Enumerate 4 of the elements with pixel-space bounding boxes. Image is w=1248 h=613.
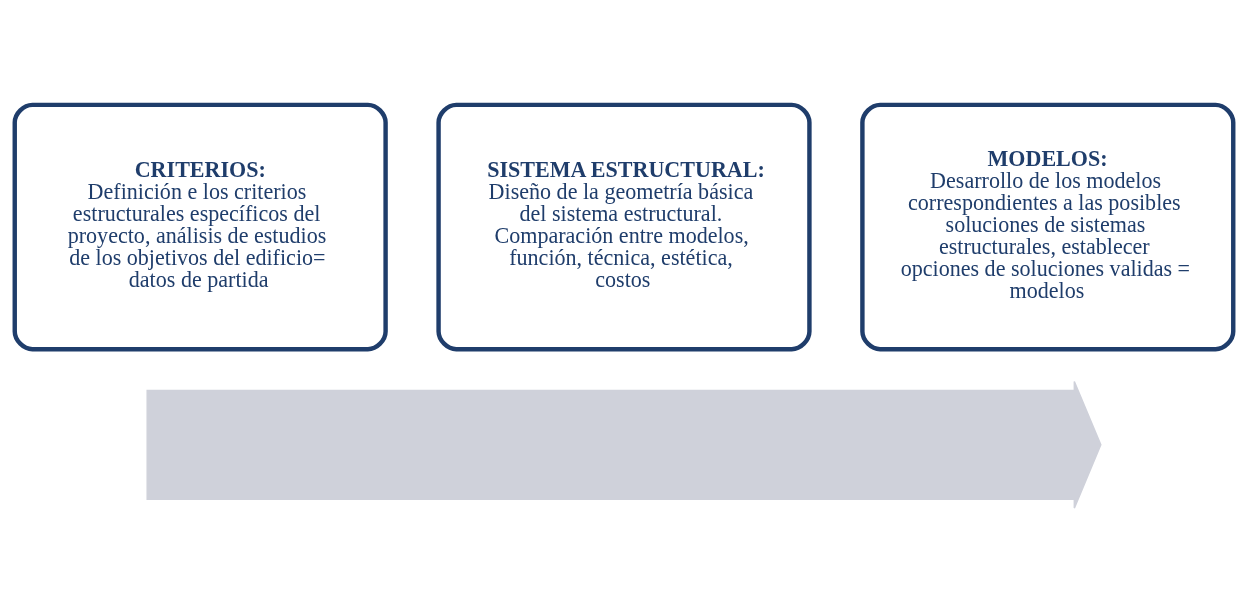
node-box: MODELOS: Desarrollo de los modelos correspondientes a las posibles soluciones de sistemas estructurales, establecer opciones de soluciones validas = modelos [860, 102, 1236, 352]
node-box: SISTEMA ESTRUCTURAL: Diseño de la geometría básica del sistema estructural. Comparación entre modelos, función, técnica, estética, costos [436, 102, 812, 352]
node-box: CRITERIOS: Definición e los criterios estructurales específicos del proyecto, análisis de estudios de los objetivos del edificio= datos de partida [12, 102, 388, 352]
node-arrow [146, 380, 1102, 509]
